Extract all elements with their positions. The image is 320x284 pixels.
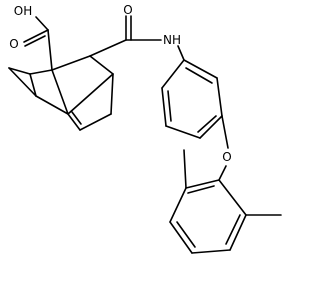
bond-cage-4 [79, 113, 112, 131]
atom-labels: OH O O NH O [9, 3, 231, 164]
bond-ring-amide-c [89, 39, 127, 57]
bond-cyclopropane-2 [8, 67, 37, 97]
bond-cooh-c-o-double [24, 35, 46, 47]
bond-ring2-5 [229, 214, 247, 251]
bond-cage-2 [89, 55, 114, 75]
bond-ring1-6 [161, 59, 185, 89]
bond-cage-1 [51, 55, 91, 71]
bond-cage-7 [29, 69, 53, 75]
bond-cage-3 [110, 73, 114, 115]
bond-ring2-3 [169, 221, 193, 254]
bond-cyclopropane-1 [8, 67, 31, 75]
bond-ring2-inner-1 [187, 185, 215, 194]
bond-ring1-5 [161, 87, 167, 127]
bond-ring2-4 [191, 249, 231, 254]
bond-ring1-2 [216, 77, 223, 117]
label-nh: NH [163, 33, 181, 47]
bond-cooh-c-o [23, 29, 49, 43]
bond-cage-6 [29, 73, 37, 97]
bond-ether-o-ring2 [218, 165, 227, 181]
bond-methyl-left [183, 149, 187, 189]
bond-ring1-inner-1 [185, 67, 213, 84]
bond-cooh-c-oh [35, 16, 49, 31]
bond-cage-bridge-2 [67, 73, 114, 115]
bond-ring1-1 [183, 59, 218, 79]
chemical-structure: OH O O NH O [8, 3, 282, 254]
bond-ring1-ether-o [221, 115, 229, 149]
bond-ring1-4 [165, 125, 201, 139]
bond-ring2-1 [185, 179, 220, 189]
bond-ring1-3 [199, 115, 223, 139]
label-oh: OH [14, 4, 32, 18]
bond-n-phenyl [177, 45, 185, 61]
bond-cage-5 [35, 95, 69, 115]
bond-ring2-2 [169, 187, 187, 223]
bonds [8, 15, 282, 254]
bond-ring2-inner-3 [225, 214, 241, 245]
bond-ring1-inner-3 [167, 90, 172, 122]
bond-cage-alkene [67, 113, 81, 131]
bond-cage-alkene-double [71, 111, 82, 125]
bond-cage-bridge [51, 69, 69, 115]
label-ether-o: O [222, 150, 231, 164]
bond-ring1-inner-2 [197, 115, 217, 133]
bond-cooh-c-ring [47, 29, 53, 71]
bond-ring2-6 [218, 179, 247, 216]
bond-ring2-inner-2 [176, 221, 196, 248]
label-acid-o: O [9, 37, 18, 51]
label-amide-o: O [123, 3, 132, 17]
